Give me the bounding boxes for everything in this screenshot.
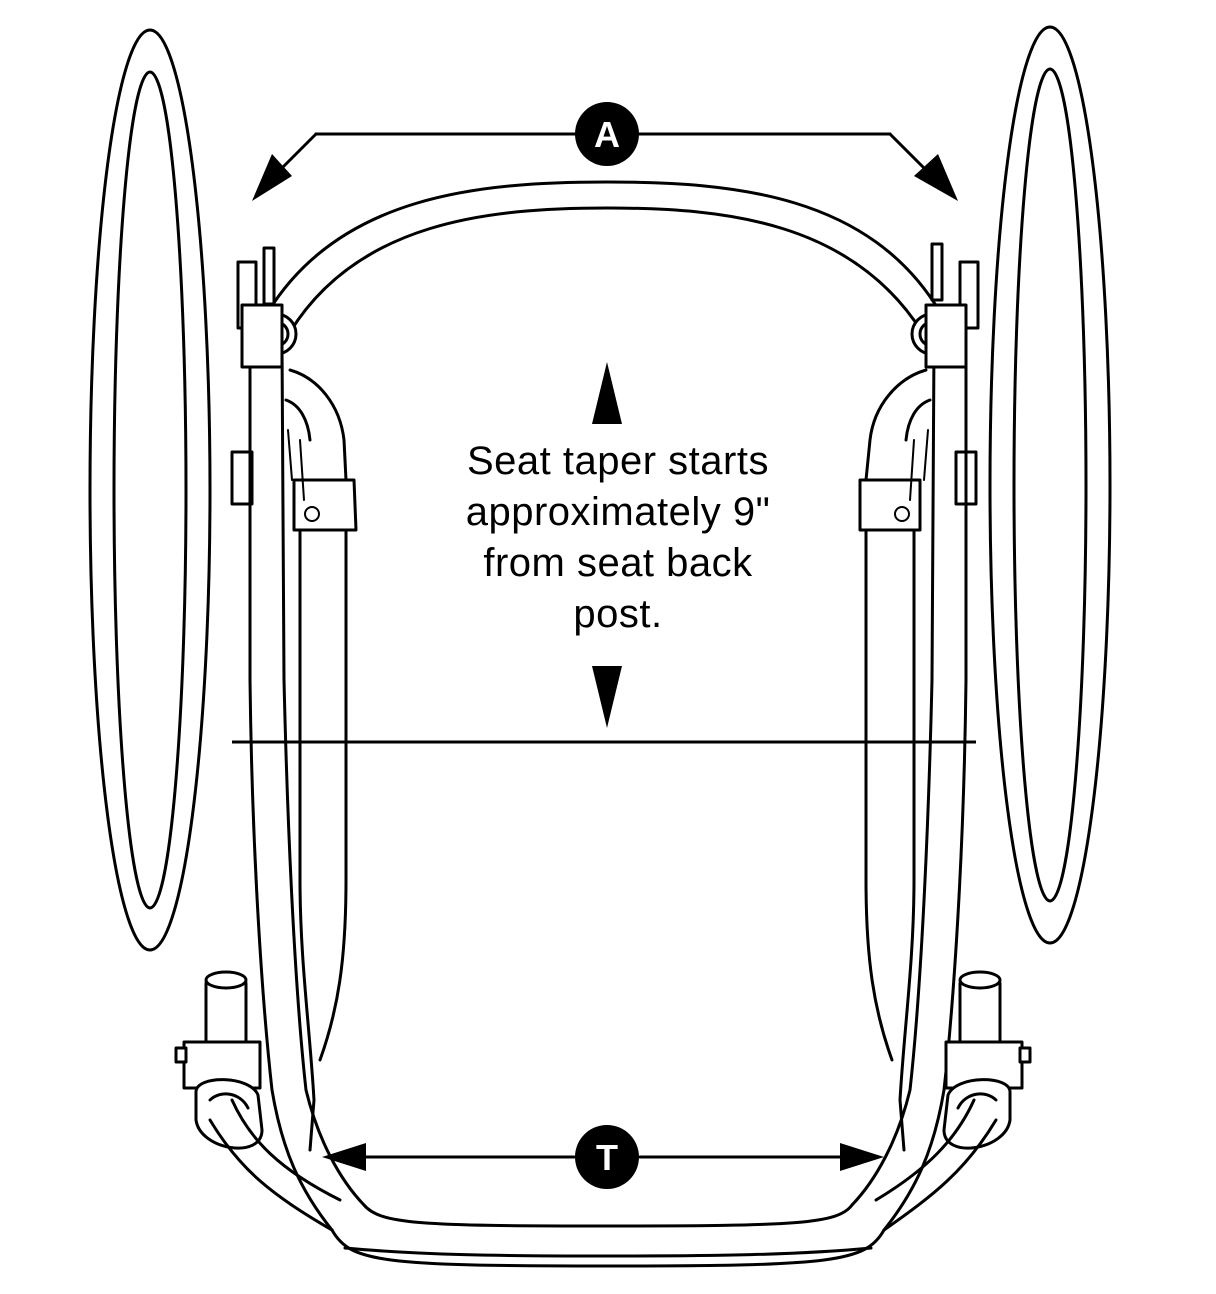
backrest-arch xyxy=(266,180,942,334)
left-frame xyxy=(236,246,366,1232)
badge-t-label: T xyxy=(596,1137,618,1178)
dimension-a: A xyxy=(252,102,958,201)
arrowhead-t-left xyxy=(322,1143,366,1171)
front-footrest-loop xyxy=(330,1203,886,1268)
arrow-up xyxy=(592,362,622,424)
seat-taper-note: Seat taper starts approximately 9" from … xyxy=(390,436,846,640)
note-line-3: from seat back xyxy=(483,541,753,585)
note-line-4: post. xyxy=(573,592,663,636)
arrowhead-a-left xyxy=(252,154,292,201)
badge-a-label: A xyxy=(594,114,620,155)
dimension-t: T xyxy=(322,1125,884,1189)
badge-t xyxy=(575,1125,639,1189)
arrow-down xyxy=(592,666,622,728)
arrowhead-a-right xyxy=(914,154,958,201)
taper-measure xyxy=(232,362,976,744)
right-caster xyxy=(874,970,1032,1232)
badge-a xyxy=(575,102,639,166)
right-wheel xyxy=(954,25,1112,945)
note-line-2: approximately 9" xyxy=(465,490,771,534)
note-line-1: Seat taper starts xyxy=(467,439,769,483)
left-caster xyxy=(174,970,342,1232)
right-frame xyxy=(850,242,980,1232)
arrowhead-t-right xyxy=(840,1143,884,1171)
left-wheel xyxy=(88,28,254,952)
